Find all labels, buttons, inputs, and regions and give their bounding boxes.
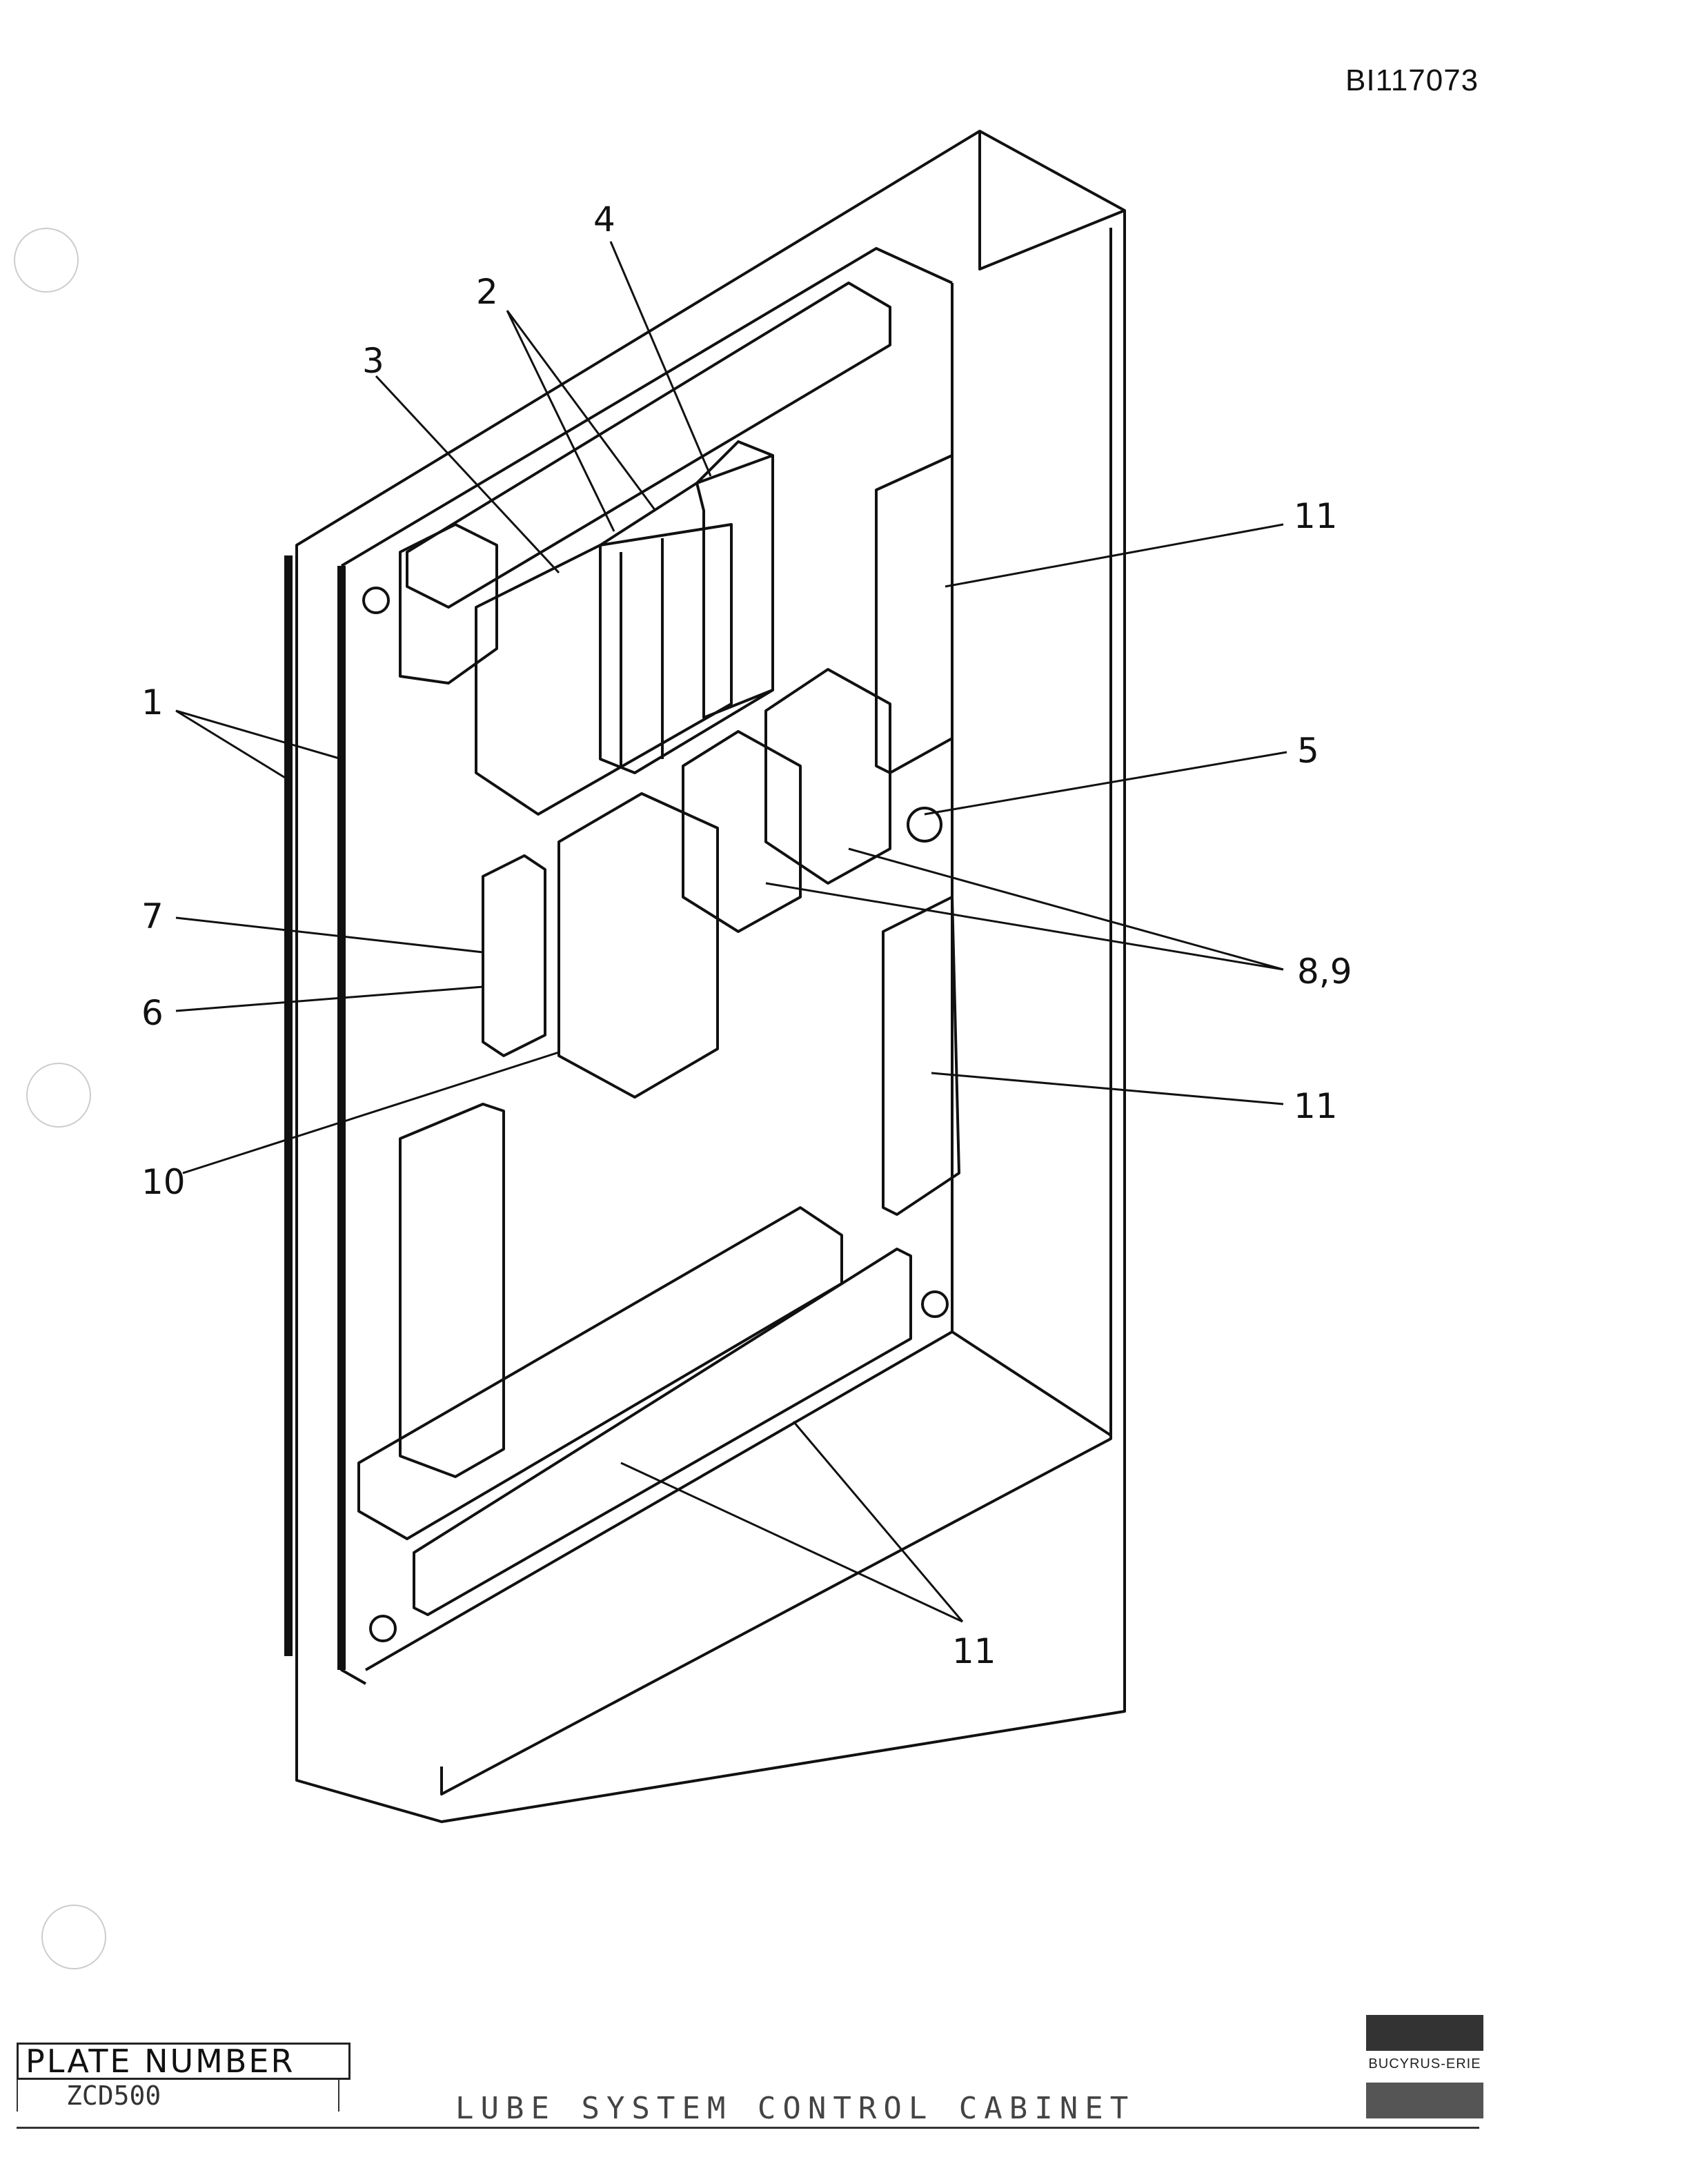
relay-8-9-b [682, 730, 802, 933]
plate-number-value: ZCD500 [17, 2080, 339, 2112]
cabinet-enclosure [295, 130, 1126, 1823]
lower-wireway-horizontal [357, 1206, 843, 1540]
leader-2 [506, 310, 657, 532]
relay-8-9-a [764, 668, 891, 885]
cabinet-side-face [978, 131, 1125, 270]
lower-wireway-vertical [399, 1103, 505, 1478]
logo-label: BUCYRUS-ERIE [1368, 2056, 1481, 2072]
callout-8-9: 8,9 [1297, 952, 1352, 992]
contactor-10 [557, 792, 719, 1099]
leader-8-9 [765, 847, 1284, 971]
leader-6 [175, 985, 484, 1012]
indicator-5 [907, 807, 942, 843]
binder-hole-bottom [41, 1905, 106, 1969]
leader-11-middle [931, 1072, 1284, 1105]
leader-7 [175, 916, 484, 954]
relay-block-4 [695, 440, 774, 719]
callout-11-middle: 11 [1294, 1086, 1338, 1126]
leader-10 [182, 1051, 560, 1174]
callout-3: 3 [362, 341, 384, 381]
leader-3 [375, 375, 560, 574]
terminal-strip-middle [882, 896, 960, 1216]
mounting-screw-bl [369, 1615, 397, 1642]
binder-hole-middle [26, 1063, 91, 1128]
terminal-block-left [399, 523, 498, 685]
fuse-holder-6-7 [482, 854, 546, 1057]
top-wireway [406, 282, 891, 609]
leader-11-upper [945, 523, 1284, 588]
terminal-strip-bottom [413, 1248, 912, 1616]
callout-6: 6 [141, 993, 164, 1033]
bucyrus-erie-logo: BUCYRUS-ERIE [1366, 2015, 1483, 2127]
leader-11-lower [620, 1421, 964, 1623]
drawing-title: LUBE SYSTEM CONTROL CABINET [455, 2091, 1136, 2126]
cabinet-inner-edge [440, 228, 1112, 1796]
callout-2: 2 [476, 272, 498, 312]
callout-10: 10 [141, 1162, 186, 1202]
mounting-screw-tl [362, 587, 390, 614]
callout-1: 1 [141, 682, 164, 722]
binder-hole-top [14, 228, 79, 293]
document-id: BI117073 [1345, 63, 1479, 97]
leader-1 [175, 709, 342, 781]
callout-4: 4 [593, 199, 615, 239]
leader-4 [609, 241, 712, 477]
plate-number-label: PLATE NUMBER [17, 2043, 350, 2080]
callout-5: 5 [1297, 731, 1319, 771]
mounting-screw-br [921, 1290, 949, 1318]
cabinet-inner-wall [365, 283, 1112, 1671]
title-rule [17, 2127, 1479, 2129]
mounting-panel [340, 247, 953, 1685]
callout-7: 7 [141, 896, 164, 936]
callout-11-lower: 11 [952, 1631, 996, 1671]
relay-block-3 [475, 523, 733, 816]
leader-5 [924, 751, 1287, 816]
callout-11-upper: 11 [1294, 496, 1338, 536]
logo-mark-top [1366, 2015, 1483, 2051]
terminal-strip-upper [875, 454, 954, 774]
logo-mark-bottom [1366, 2083, 1483, 2118]
